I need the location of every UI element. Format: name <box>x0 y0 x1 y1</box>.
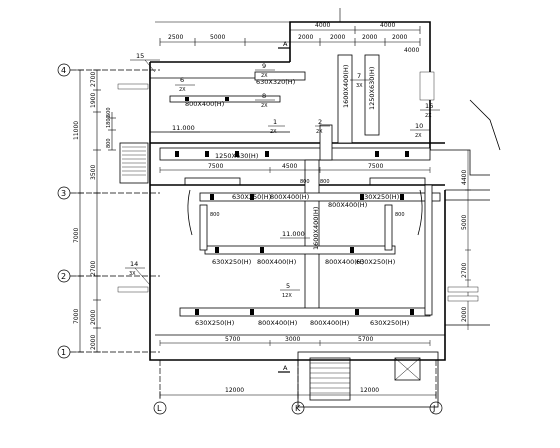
callout-5: 5 <box>286 282 290 290</box>
duct-label-9: 630X250(H) <box>212 258 251 266</box>
callout-1-sub: 2X <box>270 129 277 135</box>
left-dim-outer-2: 7000 <box>73 228 80 243</box>
ducts <box>159 54 441 317</box>
section-mark-bottom: A <box>283 364 288 372</box>
callout-10: 10 <box>415 122 423 130</box>
callout-15: 15 <box>136 52 144 60</box>
duct-label-10: 800X400(H) <box>257 258 296 266</box>
duct-label-16: 630X250(H) <box>370 319 409 327</box>
left-dim-inner-3: 3500 <box>90 165 97 180</box>
callout-14: 14 <box>130 260 138 268</box>
callout-8: 8 <box>262 92 266 100</box>
duct-label-3: 800X400(H) <box>185 100 224 108</box>
callout-6: 6 <box>180 76 184 84</box>
left-dim-inner-5: 2000 <box>90 310 97 325</box>
duct-label-12: 630X250(H) <box>356 258 395 266</box>
callout-9: 9 <box>262 62 266 70</box>
callout-7: 7 <box>357 72 361 80</box>
section-mark-top: A <box>283 40 288 48</box>
level-mark-2: 11.000 <box>282 230 305 238</box>
duct-label-17: 1600X400(H) <box>312 207 320 250</box>
row-axes <box>57 63 160 359</box>
row-axis-4: 4 <box>61 66 66 75</box>
callout-1: 1 <box>273 118 277 126</box>
top-dim-8: 2000 <box>392 34 407 41</box>
top-dim-3: 2500 <box>168 34 183 41</box>
low-dim-2: 3000 <box>285 336 300 343</box>
left-small-dim-1: 1800 <box>106 115 112 128</box>
callout-2-sub: 2X <box>316 129 323 135</box>
left-dim-inner-6: 2000 <box>90 335 97 350</box>
mid-dim-1: 7500 <box>208 163 223 170</box>
col-axis-j: J <box>432 404 435 413</box>
callout-5-sub: 12X <box>282 293 292 299</box>
top-dim-4: 5000 <box>210 34 225 41</box>
callout-6-sub: 2X <box>179 87 186 93</box>
right-dim-3: 2700 <box>461 263 468 278</box>
bottom-dim-2: 12000 <box>360 387 379 394</box>
duct-label-18: 1250X630(H) <box>368 67 376 110</box>
mid-dim-3: 7500 <box>368 163 383 170</box>
callout-lines <box>125 59 440 291</box>
duct-label-2: 1600X400(H) <box>342 65 350 108</box>
callout-14-sub: 3X <box>129 271 136 277</box>
duct-label-8: 630X250(H) <box>360 193 399 201</box>
top-dim-7: 2000 <box>362 34 377 41</box>
left-dim-outer-1: 11000 <box>73 121 80 140</box>
callout-8-sub: 2X <box>261 103 268 109</box>
low-dim-3: 5700 <box>358 336 373 343</box>
duct-label-13: 630X250(H) <box>195 319 234 327</box>
callout-7-sub: 3X <box>356 83 363 89</box>
right-dim-4: 2000 <box>461 307 468 322</box>
mid-dim-2: 4500 <box>282 163 297 170</box>
bottom-stair <box>297 351 439 408</box>
top-dim-9: 4000 <box>404 47 419 54</box>
level-mark-1: 11.000 <box>172 124 195 132</box>
small-800-1: 800 <box>210 212 220 218</box>
callout-16: 16 <box>425 102 433 110</box>
row-axis-3: 3 <box>61 189 66 198</box>
col-axis-l: L <box>157 404 162 413</box>
duct-label-4: 1250X630(H) <box>215 152 258 160</box>
duct-label-15: 800X400(H) <box>310 319 349 327</box>
top-dim-2: 4000 <box>380 22 395 29</box>
duct-label-7: 800X400(H) <box>328 201 367 209</box>
left-dim-inner-1: 2700 <box>90 72 97 87</box>
mid-dimensions <box>159 167 431 346</box>
row-axis-1: 1 <box>61 348 66 357</box>
left-small-dim-2: 600 <box>106 107 112 117</box>
duct-label-6: 800X400(H) <box>270 193 309 201</box>
left-small-dim-3: 800 <box>106 138 112 148</box>
small-800-2: 800 <box>395 212 405 218</box>
callout-10-sub: 2X <box>415 133 422 139</box>
right-dim-2: 5000 <box>461 215 468 230</box>
row-axis-2: 2 <box>61 272 66 281</box>
callout-9-sub: 2X <box>261 73 268 79</box>
duct-label-11: 800X400(H) <box>325 258 364 266</box>
right-dim-1: 4400 <box>461 170 468 185</box>
col-axis-k: K <box>295 404 301 413</box>
left-dim-outer-3: 7000 <box>73 309 80 324</box>
top-dim-1: 4000 <box>315 22 330 29</box>
duct-label-14: 800X400(H) <box>258 319 297 327</box>
small-800-4: 800 <box>300 179 310 185</box>
callout-16-sub: 2X <box>425 113 432 119</box>
top-dim-5: 2000 <box>298 34 313 41</box>
duct-label-1: 630X320(H) <box>256 78 295 86</box>
duct-label-5: 630X250(H) <box>232 193 271 201</box>
top-dim-6: 2000 <box>330 34 345 41</box>
left-dim-inner-2: 1900 <box>90 93 97 108</box>
equipment-tags <box>117 71 479 302</box>
bottom-dim-1: 12000 <box>225 387 244 394</box>
callout-2: 2 <box>318 118 322 126</box>
left-dim-inner-4: 2700 <box>90 261 97 276</box>
stair-left <box>122 146 146 176</box>
diffusers <box>175 97 414 315</box>
low-dim-1: 5700 <box>225 336 240 343</box>
small-800-3: 800 <box>320 179 330 185</box>
